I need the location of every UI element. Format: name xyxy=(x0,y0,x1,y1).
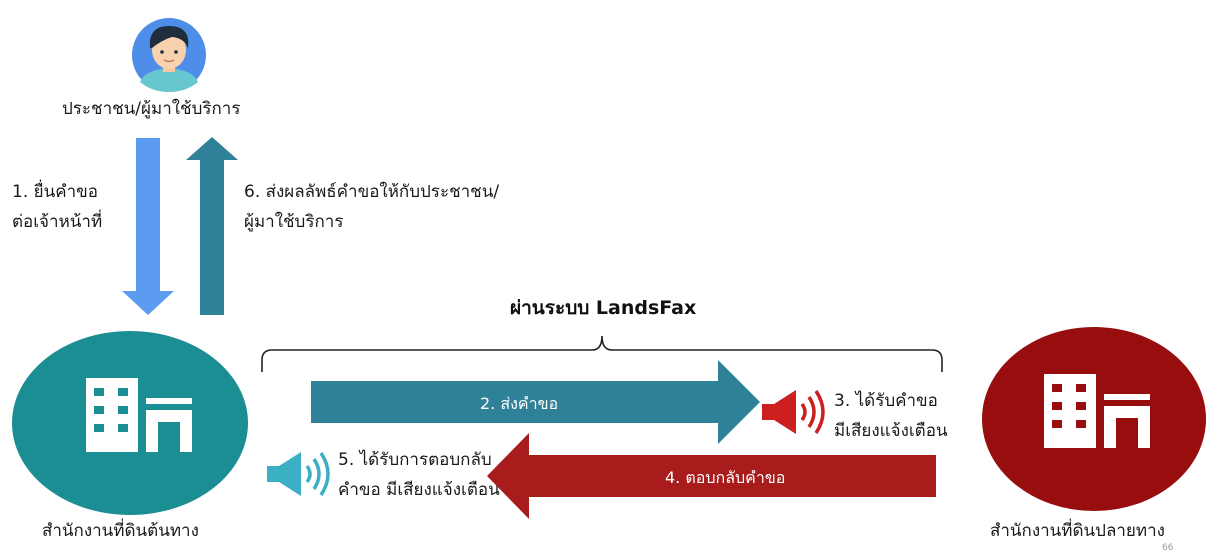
step6-line1: 6. ส่งผลลัพธ์คำขอให้กับประชาชน/ xyxy=(244,182,500,202)
step5-line1: 5. ได้รับการตอบกลับ xyxy=(338,450,492,470)
return-result-arrow xyxy=(186,137,238,315)
destination-office-label: สำนักงานที่ดินปลายทาง xyxy=(990,521,1165,541)
submit-request-arrow xyxy=(122,138,174,315)
origin-office-label: สำนักงานที่ดินต้นทาง xyxy=(42,521,199,541)
step3-line1: 3. ได้รับคำขอ xyxy=(834,391,938,411)
step5-label: 5. ได้รับการตอบกลับ คำขอ มีเสียงแจ้งเตือ… xyxy=(338,445,500,505)
landsfax-brace xyxy=(261,335,943,372)
step4-label: 4. ตอบกลับคำขอ xyxy=(665,468,786,487)
send-request-arrow xyxy=(311,360,760,444)
user-label: ประชาชน/ผู้มาใช้บริการ xyxy=(62,99,241,119)
step2-label: 2. ส่งคำขอ xyxy=(480,394,559,413)
step1-label: 1. ยื่นคำขอ ต่อเจ้าหน้าที่ xyxy=(12,177,102,237)
destination-office-node xyxy=(982,327,1206,511)
step3-label: 3. ได้รับคำขอ มีเสียงแจ้งเตือน xyxy=(834,386,948,446)
building-icon xyxy=(1044,374,1150,448)
building-icon xyxy=(86,378,192,452)
speaker-alert-icon xyxy=(267,452,330,496)
channel-title: ผ่านระบบ LandsFax xyxy=(510,297,697,319)
origin-office-node xyxy=(12,331,248,515)
step6-line2: ผู้มาใช้บริการ xyxy=(244,212,344,232)
step6-label: 6. ส่งผลลัพธ์คำขอให้กับประชาชน/ ผู้มาใช้… xyxy=(244,177,499,237)
step1-line2: ต่อเจ้าหน้าที่ xyxy=(12,212,103,232)
reply-request-arrow xyxy=(487,433,936,519)
step3-line2: มีเสียงแจ้งเตือน xyxy=(834,421,948,441)
speaker-alert-icon xyxy=(762,390,825,434)
page-number: 66 xyxy=(1162,543,1174,553)
step1-line1: 1. ยื่นคำขอ xyxy=(12,182,98,202)
step5-line2: คำขอ มีเสียงแจ้งเตือน xyxy=(338,480,500,500)
user-avatar-icon xyxy=(132,18,206,92)
